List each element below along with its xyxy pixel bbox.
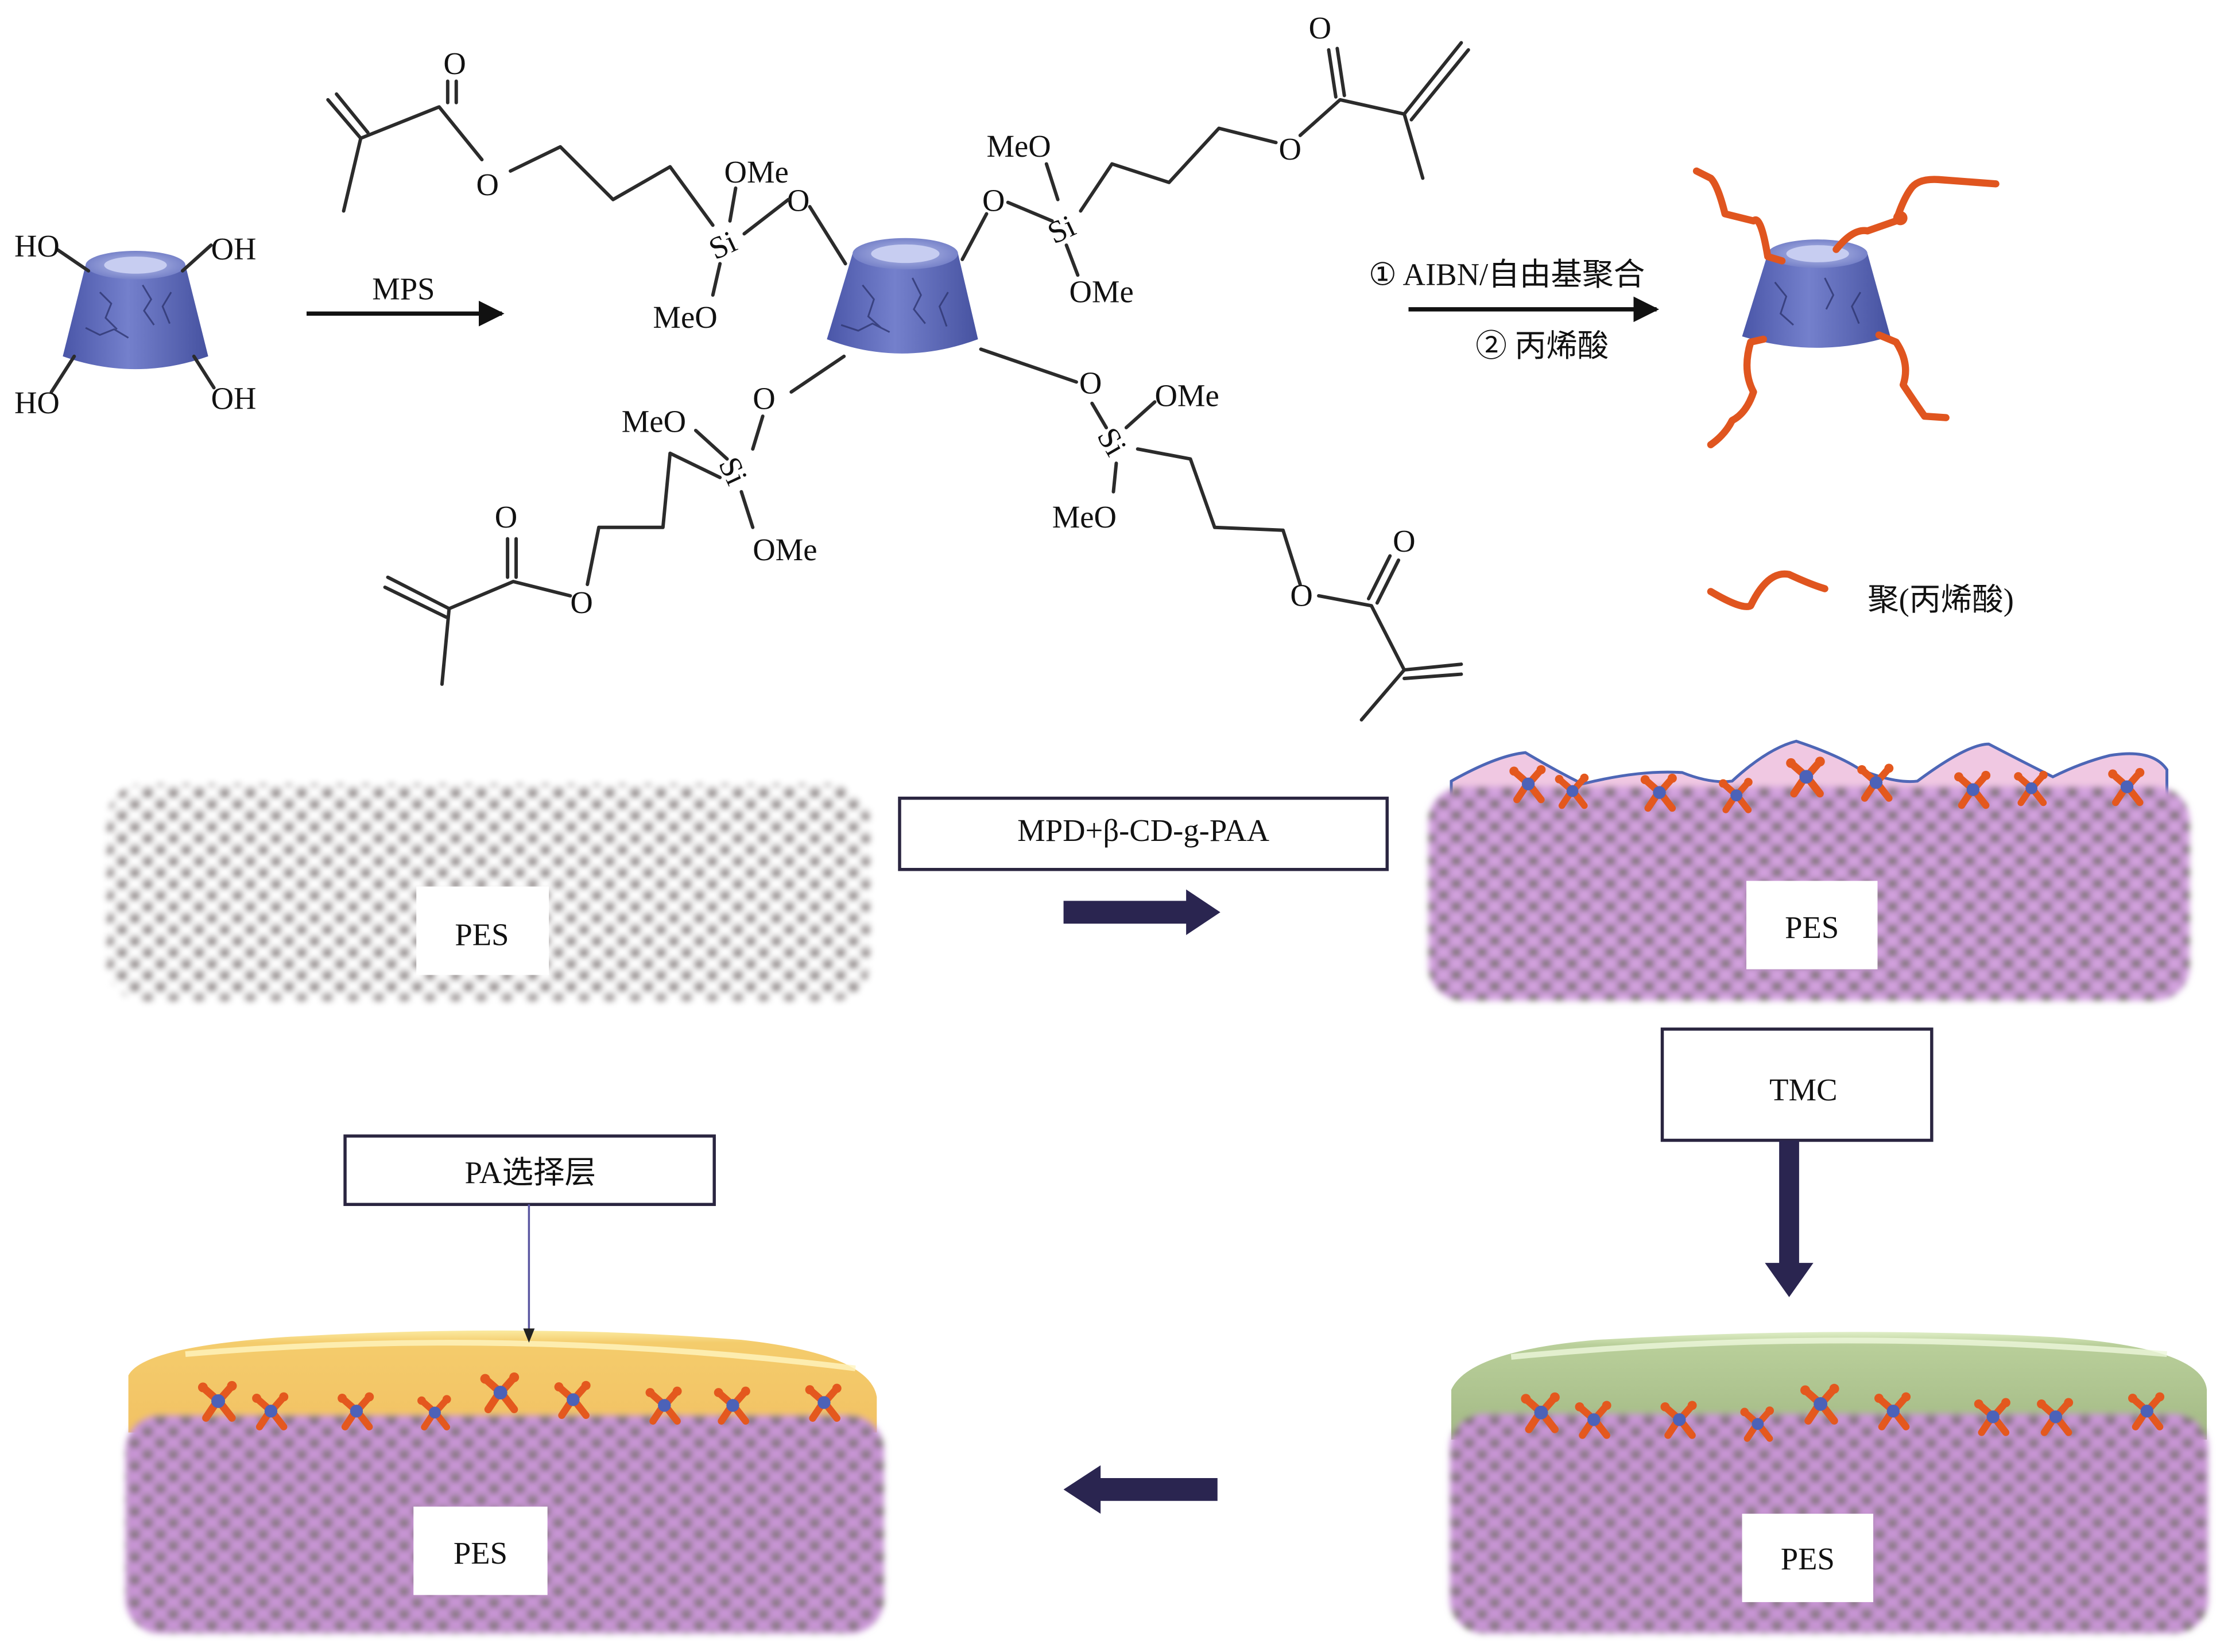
hydroxyl-label: OH [211, 381, 257, 416]
step-label-text: MPD+β-CD-g-PAA [1017, 813, 1269, 848]
reaction-arrow-polymerization: ① AIBN/自由基聚合 ② 丙烯酸 [1369, 257, 1660, 363]
reagent-label: MPS [372, 271, 435, 306]
cyclodextrin-icon [63, 251, 208, 370]
step-label-tmc: TMC [1660, 1027, 1934, 1142]
oxygen-label: O [495, 499, 517, 534]
legend: 聚(丙烯酸) [1707, 570, 2014, 617]
step-label-text: TMC [1769, 1072, 1837, 1107]
mps-modified-cyclodextrin: O Si OMe MeO O O O Si MeO OMe O O [326, 10, 1470, 722]
hydroxyl-label: OH [211, 231, 257, 266]
methoxy-label: MeO [622, 404, 686, 439]
label-box [1660, 1027, 1934, 1142]
pes-label-box [1746, 881, 1878, 970]
callout-label: PA选择层 [465, 1155, 596, 1190]
hydroxyl-label: HO [14, 228, 60, 263]
methoxy-label: MeO [653, 300, 717, 335]
legend-label: 聚(丙烯酸) [1867, 582, 2014, 617]
label-box [343, 1134, 716, 1207]
methoxy-label: MeO [1052, 499, 1117, 534]
oxygen-label: O [1279, 131, 1301, 166]
panel-pa-layer: PES [125, 1330, 884, 1634]
pes-label-box [1742, 1514, 1874, 1603]
arrow-left-icon [1063, 1465, 1218, 1514]
condition-1-label: ① AIBN/自由基聚合 [1369, 257, 1645, 292]
arrow-down-icon [1765, 1140, 1814, 1297]
panel-tmc-layer: PES [1450, 1332, 2208, 1634]
label-box [898, 796, 1389, 871]
reaction-arrow-mps: MPS [307, 271, 505, 327]
condition-2-label: ② 丙烯酸 [1475, 328, 1609, 363]
pes-label-box [416, 886, 549, 975]
beta-cyclodextrin-reactant: HO OH HO OH [14, 228, 257, 420]
oxygen-label: O [443, 46, 466, 81]
silicon-label: Si [1042, 208, 1080, 251]
methoxy-label: OMe [1154, 378, 1219, 413]
tmc-organic-layer [1451, 1332, 2207, 1440]
legend-chain-icon [1707, 570, 1828, 610]
pes-label: PES [1785, 910, 1839, 945]
panel-aqueous-phase: PES [1428, 739, 2190, 1001]
panel-pes-support: PES [107, 784, 870, 1001]
oxygen-label: O [753, 381, 775, 416]
arrowhead-icon [523, 1328, 535, 1343]
cd-g-paa-product [1692, 167, 2000, 448]
oxygen-label: O [1079, 365, 1102, 400]
pes-label: PES [454, 1535, 507, 1570]
methoxy-label: OMe [753, 532, 817, 567]
silicon-label: Si [703, 224, 742, 267]
oxygen-label: O [570, 585, 592, 620]
oxygen-label: O [982, 183, 1005, 218]
methoxy-label: OMe [1070, 274, 1134, 309]
pes-label-box [413, 1506, 548, 1595]
hydroxyl-label: HO [14, 385, 60, 420]
arrow-right-icon [1063, 889, 1221, 935]
methoxy-label: OMe [724, 154, 789, 189]
cyclodextrin-icon [827, 238, 978, 354]
oxygen-label: O [787, 183, 809, 218]
oxygen-label: O [1393, 523, 1415, 559]
step-label-mpd: MPD+β-CD-g-PAA [898, 796, 1389, 871]
oxygen-label: O [1290, 577, 1312, 612]
oxygen-label: O [476, 167, 499, 202]
pes-label: PES [455, 917, 509, 952]
oxygen-label: O [1309, 10, 1331, 45]
methoxy-label: MeO [986, 129, 1051, 164]
pa-selective-layer [128, 1330, 877, 1433]
callout-pa-layer: PA选择层 [343, 1134, 716, 1343]
cyclodextrin-icon [1742, 239, 1890, 348]
pes-label: PES [1781, 1541, 1835, 1576]
silicon-label: Si [712, 452, 755, 490]
graft-chain-icon [1692, 167, 2000, 448]
